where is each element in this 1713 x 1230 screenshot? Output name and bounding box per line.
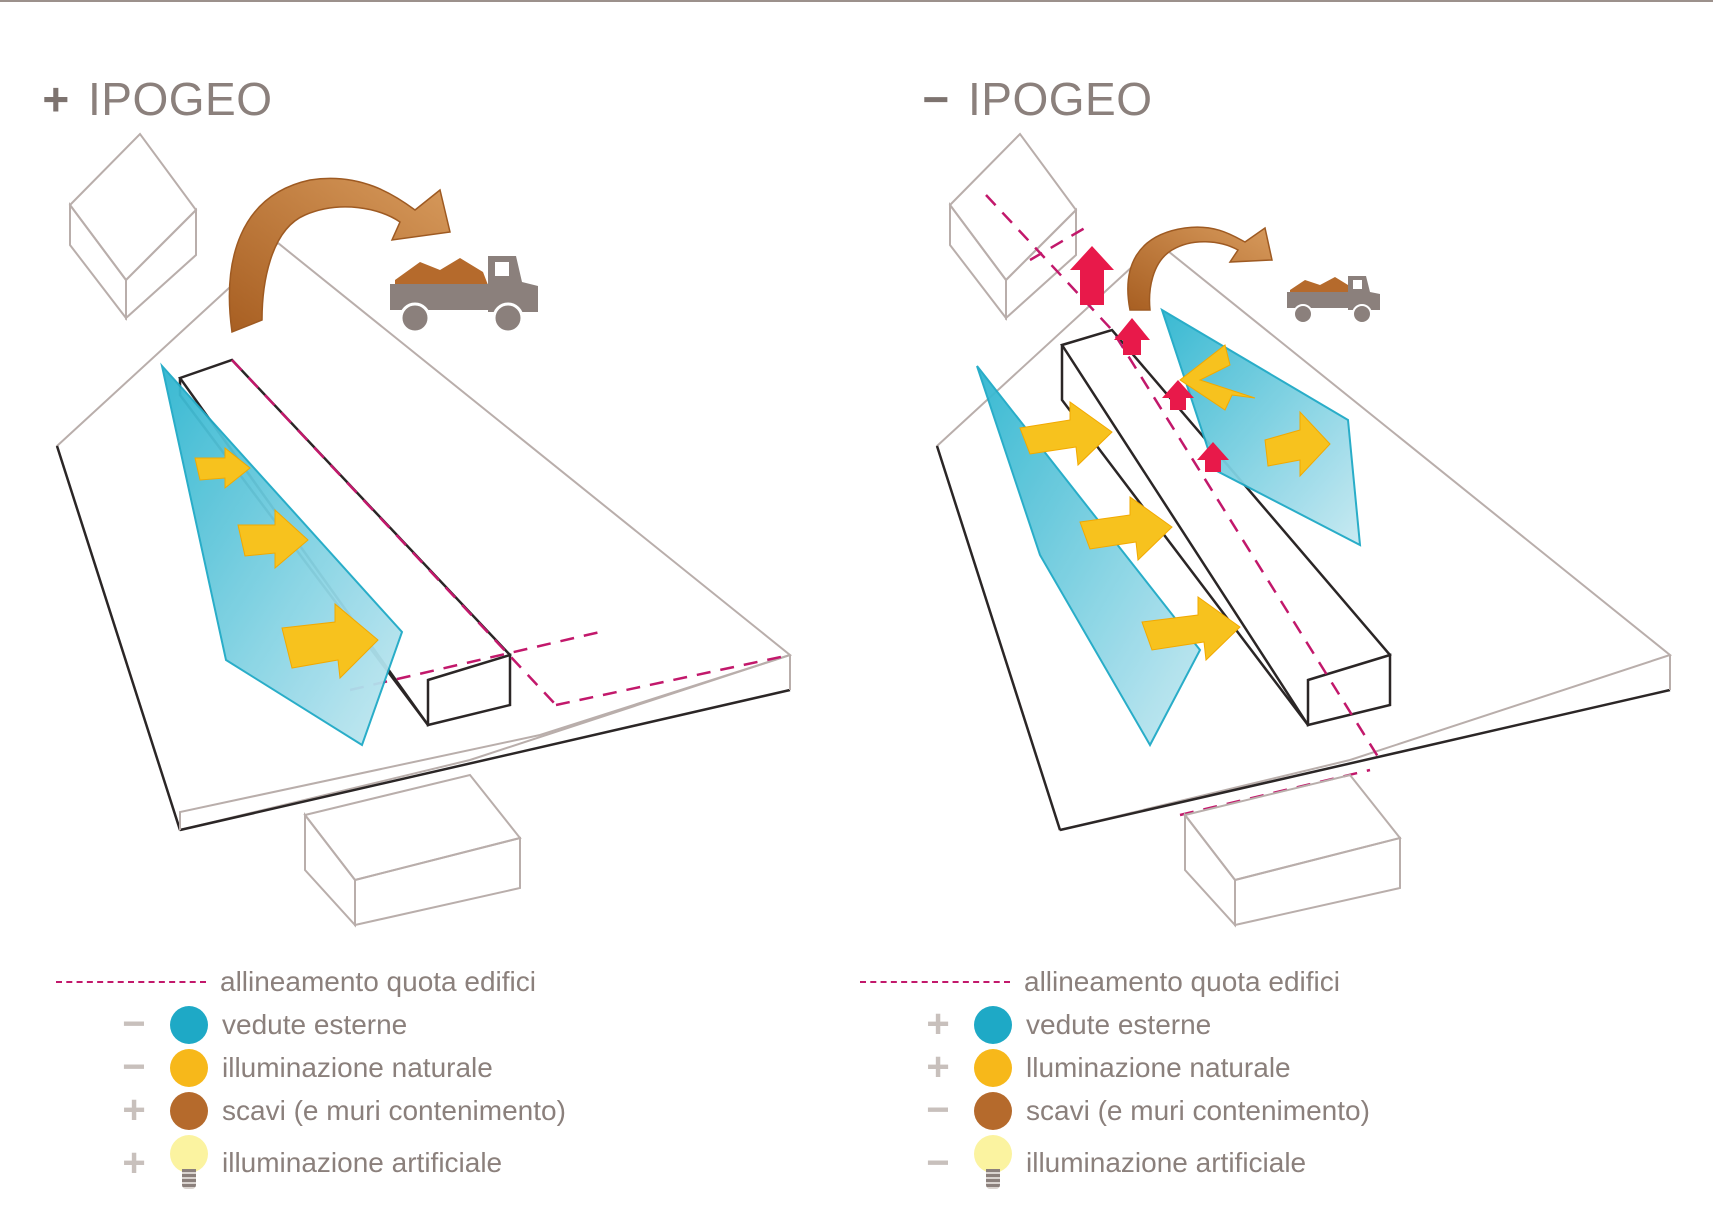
house-bottom bbox=[303, 773, 522, 928]
legend-row-artificial: − illuminazione artificiale bbox=[860, 1132, 1370, 1194]
dashed-line-marker bbox=[860, 980, 1010, 983]
legend-label: scavi (e muri contenimento) bbox=[1026, 1094, 1370, 1126]
light-dot-icon bbox=[170, 1048, 208, 1087]
legend-row-excavation: + scavi (e muri contenimento) bbox=[56, 1088, 566, 1132]
title-text: IPOGEO bbox=[968, 73, 1153, 125]
truck-icon bbox=[1287, 276, 1380, 324]
legend-row-alignment: allineamento quota edifici bbox=[860, 960, 1370, 1003]
diagram-deep-excavation bbox=[55, 132, 793, 928]
title-sign: − bbox=[922, 73, 950, 125]
legend-label: allineamento quota edifici bbox=[220, 965, 536, 997]
legend-row-views: − vedute esterne bbox=[56, 1002, 566, 1046]
panel-minus-ipogeo: − IPOGEO bbox=[860, 0, 1713, 1230]
legend: allineamento quota edifici + vedute este… bbox=[860, 960, 1370, 1194]
title-sign: + bbox=[42, 73, 70, 125]
legend-label: allineamento quota edifici bbox=[1024, 965, 1340, 997]
title-text: IPOGEO bbox=[88, 73, 273, 125]
lightbulb-icon bbox=[170, 1135, 208, 1191]
legend-row-excavation: − scavi (e muri contenimento) bbox=[860, 1088, 1370, 1132]
house-top bbox=[68, 132, 198, 321]
truck-icon bbox=[390, 256, 538, 334]
legend-label: illuminazione artificiale bbox=[1026, 1147, 1307, 1178]
alignment-lines bbox=[231, 359, 791, 707]
panel-title: + IPOGEO bbox=[36, 72, 272, 126]
excavation-dot-icon bbox=[974, 1091, 1012, 1130]
house-bottom bbox=[1183, 773, 1402, 928]
height-up-arrows bbox=[1070, 246, 1229, 472]
ground-slab bbox=[55, 241, 793, 832]
light-arrows bbox=[1019, 344, 1331, 662]
legend-sign: + bbox=[926, 1045, 950, 1089]
legend-row-light: + lluminazione naturale bbox=[860, 1045, 1370, 1089]
legend-row-light: − illuminazione naturale bbox=[56, 1045, 566, 1089]
excavation-arrow bbox=[228, 177, 451, 334]
legend-sign: − bbox=[122, 1045, 146, 1089]
diagram-shallow-excavation bbox=[935, 132, 1673, 928]
view-panel-left bbox=[976, 365, 1202, 748]
legend-sign: − bbox=[122, 1002, 146, 1046]
legend-sign: + bbox=[122, 1088, 146, 1132]
legend-row-alignment: allineamento quota edifici bbox=[56, 960, 566, 1003]
legend-label: vedute esterne bbox=[1026, 1008, 1212, 1040]
legend-row-artificial: + illuminazione artificiale bbox=[56, 1132, 566, 1194]
legend-sign: + bbox=[122, 1140, 146, 1185]
legend-row-views: + vedute esterne bbox=[860, 1002, 1370, 1046]
excavation-dot-icon bbox=[170, 1091, 208, 1130]
dashed-line-marker bbox=[56, 980, 206, 983]
views-dot-icon bbox=[974, 1005, 1012, 1044]
legend-label: lluminazione naturale bbox=[1026, 1051, 1291, 1083]
trench-block bbox=[1060, 328, 1392, 727]
lightbulb-icon bbox=[974, 1135, 1012, 1191]
views-dot-icon bbox=[170, 1005, 208, 1044]
legend-label: illuminazione naturale bbox=[222, 1051, 493, 1083]
panel-plus-ipogeo: + IPOGEO bbox=[0, 0, 856, 1230]
excavation-arrow bbox=[1127, 226, 1273, 311]
legend-label: scavi (e muri contenimento) bbox=[222, 1094, 566, 1126]
top-rule bbox=[0, 0, 1713, 2]
panel-title: − IPOGEO bbox=[916, 72, 1152, 126]
legend-sign: − bbox=[926, 1140, 950, 1185]
legend-label: vedute esterne bbox=[222, 1008, 408, 1040]
light-arrows bbox=[194, 446, 379, 680]
light-dot-icon bbox=[974, 1048, 1012, 1087]
legend-label: illuminazione artificiale bbox=[222, 1147, 503, 1178]
legend: allineamento quota edifici − vedute este… bbox=[56, 960, 566, 1194]
legend-sign: − bbox=[926, 1088, 950, 1132]
house-top bbox=[948, 132, 1078, 321]
legend-sign: + bbox=[926, 1002, 950, 1046]
